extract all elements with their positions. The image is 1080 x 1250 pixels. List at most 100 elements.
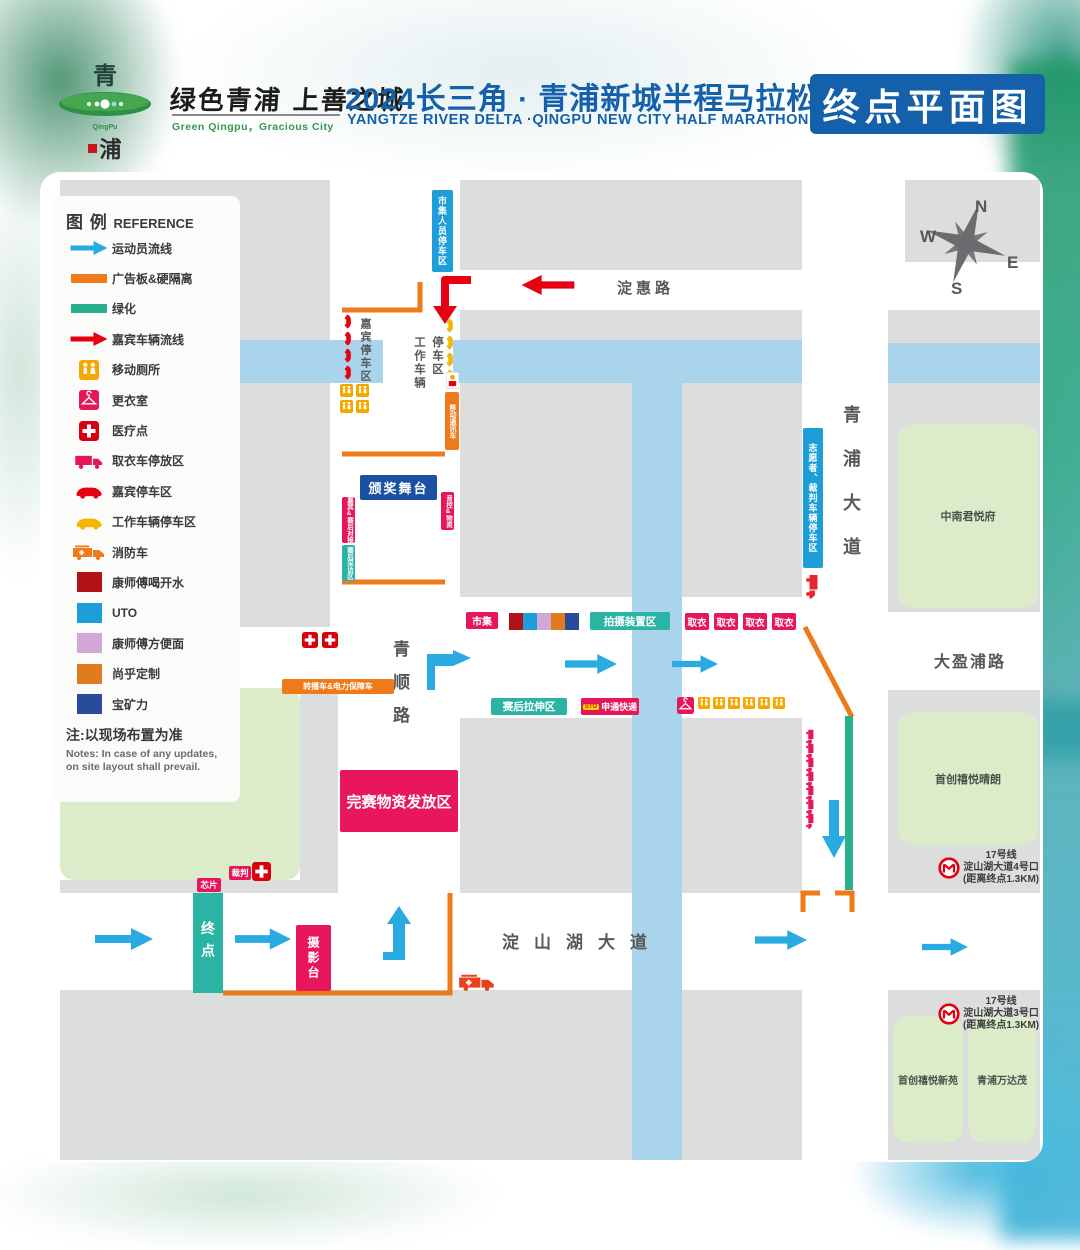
legend-item: 嘉宾停车区	[66, 476, 240, 506]
zone-guest-parking: 嘉宾停车区	[359, 318, 371, 383]
legend-panel: 图 例 REFERENCE 运动员流线 广告板&硬隔离 绿化 嘉宾车辆流线 移动…	[52, 196, 240, 802]
legend-item: 尚乎定制	[66, 658, 240, 688]
pocari-swatch	[66, 694, 112, 715]
zone-finish-supplies: 完赛物资发放区	[340, 770, 458, 832]
medical-point-pair	[302, 632, 338, 648]
zone-market-staff-parking: 市集人员停车区	[432, 190, 453, 272]
logo-char-top: 青	[93, 61, 117, 90]
zone-stretch: 赛后拉伸区	[491, 698, 567, 715]
legend-item: 医疗点	[66, 415, 240, 445]
logo-romanized: QingPu	[92, 124, 118, 131]
building-label: 首创禧悦新苑	[898, 1076, 958, 1087]
road-dayingpu: 大盈浦路	[934, 654, 1007, 671]
athlete-flow-turn-north	[383, 906, 413, 962]
zone-work-vehicle-parking: 工作车辆 停车区	[411, 336, 445, 390]
zone-photo-install: 拍摄装置区	[590, 612, 670, 630]
zone-volunteer-referee-parking: 志愿者、裁判车辆停车区	[803, 428, 823, 568]
zone-clothes-2: 取衣	[714, 613, 738, 630]
barrier-bar-icon	[66, 274, 112, 284]
legend-item: 康师傅喝开水	[66, 567, 240, 597]
compass-e: E	[1007, 253, 1019, 272]
booth-kangshifu-noodles	[537, 613, 551, 630]
legend-item: 更衣室	[66, 385, 240, 415]
athlete-flow-arrow-icon	[66, 241, 112, 255]
building-label: 首创禧悦晴朗	[935, 773, 1001, 786]
booth-kangshifu-water	[509, 613, 523, 630]
logo-ellipse-icon	[59, 92, 151, 116]
kangshifu-noodles-swatch	[66, 633, 112, 654]
building-label: 青浦万达茂	[977, 1076, 1027, 1087]
slogan-divider	[172, 114, 340, 116]
clothes-truck-icon	[66, 453, 112, 469]
legend-title-cn: 图 例	[66, 213, 108, 232]
building-zhongnan: 中南君悦府	[898, 424, 1038, 608]
changing-room-icon	[677, 697, 694, 714]
athlete-flow-east-1	[565, 654, 617, 674]
zone-referee: 裁判	[229, 866, 251, 880]
building-wanda: 青浦万达茂	[968, 1016, 1036, 1143]
work-vehicle-label-col1: 工作车辆	[413, 336, 425, 390]
athlete-flow-east-exit-2	[922, 937, 968, 957]
booth-uto	[523, 613, 537, 630]
athlete-flow-south	[822, 800, 846, 858]
guest-car-column	[341, 314, 357, 380]
zone-finish: 终点	[193, 893, 223, 993]
guest-flow-arrow-west	[520, 275, 576, 295]
zone-interview: 赛后采访区	[342, 545, 355, 581]
road-dianhui: 淀惠路	[617, 280, 675, 297]
comms-vehicle-icon	[446, 372, 459, 389]
legend-item: 取衣车停放区	[66, 446, 240, 476]
toilet-grid	[340, 384, 370, 413]
river	[453, 340, 802, 383]
map-canvas: 中南君悦府 首创禧悦晴朗 首创禧悦新苑 青浦万达茂 淀惠路 青顺路 青浦大道 大…	[40, 172, 1043, 1162]
sto-badge: STO	[582, 703, 600, 710]
legend-item: 消防车	[66, 537, 240, 567]
legend-item: 工作车辆停车区	[66, 507, 240, 537]
fire-truck-icon	[66, 544, 112, 560]
city-block	[460, 718, 802, 893]
athlete-flow-east-2	[672, 654, 718, 674]
legend-title: 图 例 REFERENCE	[66, 208, 240, 233]
greenery-bar-icon	[66, 304, 112, 314]
legend-item: 嘉宾车辆流线	[66, 324, 240, 354]
mobile-toilet-icon	[66, 360, 112, 380]
zone-clothes-4: 取衣	[772, 613, 796, 630]
building-qinglang: 首创禧悦晴朗	[898, 712, 1038, 845]
zone-broadcast-power: 转播车&电力保障车	[282, 679, 394, 694]
booth-pocari	[565, 613, 579, 630]
event-title-en: YANGTZE RIVER DELTA ·QINGPU NEW CITY HAL…	[347, 112, 809, 128]
sponsor-booth-strip	[509, 613, 579, 630]
canal	[632, 340, 682, 1160]
uto-swatch	[66, 602, 112, 623]
logo-seal	[88, 143, 98, 153]
legend-item: 运动员流线	[66, 233, 240, 263]
legend-title-en: REFERENCE	[113, 216, 194, 231]
slogan-english: Green Qingpu，Gracious City	[172, 121, 334, 133]
metro-exit-label: 淀山湖大道4号口	[963, 862, 1039, 873]
zone-comms-vehicle: 移动通讯车	[445, 392, 459, 450]
road-qingshun: 青顺路	[390, 640, 409, 739]
metro-icon	[938, 857, 960, 879]
guest-vehicle-arrow-icon	[66, 332, 112, 346]
legend-note-cn: 注:以现场布置为准	[66, 727, 183, 744]
qingpu-logo: 青 QingPu 浦	[55, 56, 155, 168]
zone-award-stage: 颁奖舞台	[360, 475, 437, 500]
zone-guest-connect: 嘉宾&赛后对接	[342, 497, 355, 543]
work-car-icon	[66, 514, 112, 530]
river	[888, 343, 1040, 383]
zone-photo-stand: 摄影台	[296, 925, 331, 991]
clothes-truck-column	[802, 730, 819, 828]
athlete-flow-turn-east	[427, 650, 471, 690]
legend-item: UTO	[66, 598, 240, 628]
city-block	[460, 180, 802, 270]
athlete-flow-east-exit-1	[755, 930, 807, 950]
metro-distance-label: (距离终点1.3KM)	[963, 1020, 1040, 1031]
legend-item: 宝矿力	[66, 689, 240, 719]
metro-line-label: 17号线	[985, 850, 1017, 861]
metro-exit-4: 17号线 淀山湖大道4号口 (距离终点1.3KM)	[938, 850, 1039, 886]
header: 青 QingPu 浦 绿色青浦 上善之城 Green Qingpu，Gracio…	[0, 0, 1080, 172]
zone-sto-express: STO 申通快递	[581, 698, 639, 715]
logo-char-bottom: 浦	[99, 137, 122, 163]
kangshifu-water-swatch	[66, 572, 112, 593]
metro-distance-label: (距离终点1.3KM)	[963, 874, 1040, 885]
